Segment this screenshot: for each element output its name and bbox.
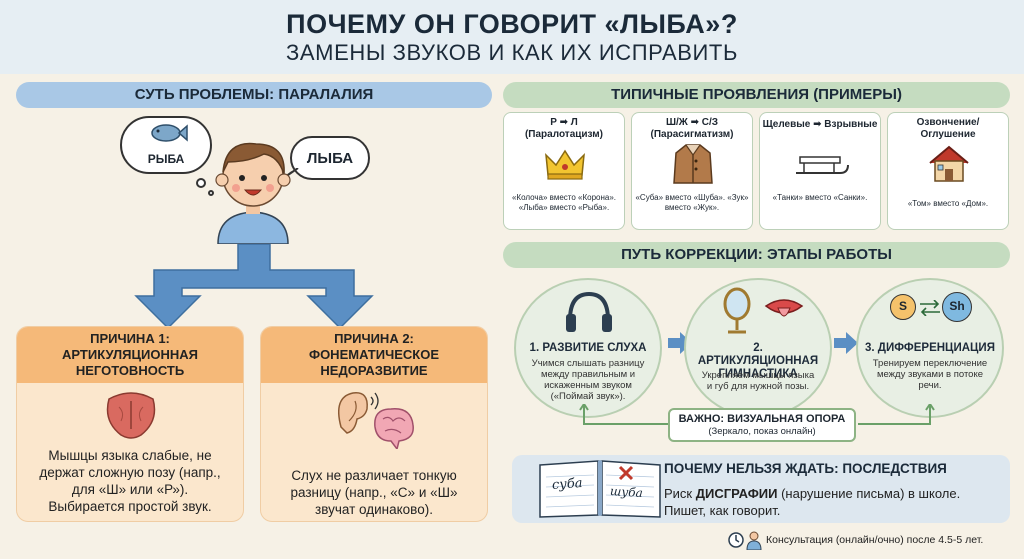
- cause-2-text: Слух не различает тонкую разницу (напр.,…: [290, 468, 458, 517]
- split-arrow: [134, 244, 374, 330]
- example-text: «Колоча» вместо «Корона». «Лыба» вместо …: [511, 193, 617, 212]
- consequences-risk: Риск ДИСГРАФИИ (нарушение письма) в школ…: [664, 486, 960, 501]
- risk-prefix: Риск: [664, 486, 696, 501]
- consequences-title: ПОЧЕМУ НЕЛЬЗЯ ЖДАТЬ: ПОСЛЕДСТВИЯ: [664, 461, 947, 476]
- thought-bubble: РЫБА: [120, 116, 212, 174]
- correction-banner: ПУТЬ КОРРЕКЦИИ: ЭТАПЫ РАБОТЫ: [503, 242, 1010, 268]
- example-title: Ш/Ж ➡ С/З (Парасигматизм): [650, 117, 734, 140]
- example-card-voicing: Озвончение/ Оглушение «Том» вместо «Дом»…: [887, 112, 1009, 230]
- example-title: Р ➡ Л (Паралотацизм): [524, 117, 604, 140]
- step-1-text: Учимся слышать разницу между правильным …: [531, 358, 645, 402]
- example-text: «Танки» вместо «Санки».: [772, 193, 868, 202]
- specialist-icon: [746, 531, 762, 550]
- note-text: (Зеркало, показ онлайн): [708, 426, 816, 437]
- consultation-note: Консультация (онлайн/очно) после 4.5-5 л…: [766, 534, 984, 546]
- sound-bubble-sh: Sh: [942, 292, 972, 322]
- house-icon: [929, 145, 969, 182]
- note-title: ВАЖНО: ВИЗУАЛЬНАЯ ОПОРА: [678, 413, 846, 425]
- thought-dot: [196, 178, 206, 188]
- notebook-icon: [539, 460, 661, 518]
- examples-banner: ТИПИЧНЫЕ ПРОЯВЛЕНИЯ (ПРИМЕРЫ): [503, 82, 1010, 108]
- risk-word: ДИСГРАФИИ: [695, 486, 778, 501]
- sound-label-s: S: [898, 299, 907, 313]
- speech-bubble: ЛЫБА: [290, 136, 370, 180]
- step-1-circle: 1. РАЗВИТИЕ СЛУХА Учимся слышать разницу…: [514, 278, 662, 418]
- mouth-icon: [764, 299, 804, 317]
- notebook-word-left: суба: [551, 475, 584, 494]
- boy-illustration: [215, 142, 291, 244]
- problem-banner: СУТЬ ПРОБЛЕМЫ: ПАРАЛАЛИЯ: [16, 82, 492, 108]
- step-2-title: 2. АРТИКУЛЯЦИОННАЯ ГИМНАСТИКА: [697, 342, 819, 380]
- step-3-title: 3. ДИФФЕРЕНЦИАЦИЯ: [865, 342, 995, 354]
- consequences-line2: Пишет, как говорит.: [664, 503, 781, 518]
- visual-support-note: ВАЖНО: ВИЗУАЛЬНАЯ ОПОРА (Зеркало, показ …: [668, 408, 856, 442]
- step-3-text: Тренируем переключение между звуками в п…: [872, 358, 988, 391]
- example-card-rl: Р ➡ Л (Паралотацизм) «Колоча» вместо «Ко…: [503, 112, 625, 230]
- step-arrow: [834, 332, 858, 354]
- example-title: Озвончение/ Оглушение: [916, 117, 980, 140]
- step-2-text: Укрепляем мышцы языка и губ для нужной п…: [701, 370, 815, 392]
- speech-bubble-text: ЛЫБА: [306, 150, 354, 167]
- coat-icon: [673, 144, 713, 184]
- example-card-fricative: Щелевые ➡ Взрывные «Танки» вместо «Санки…: [759, 112, 881, 230]
- example-title: Щелевые ➡ Взрывные: [762, 119, 878, 130]
- example-text: «Том» вместо «Дом».: [907, 199, 989, 208]
- example-card-sh-s: Ш/Ж ➡ С/З (Парасигматизм) «Суба» вместо …: [631, 112, 753, 230]
- cause-1-card: ПРИЧИНА 1: АРТИКУЛЯЦИОННАЯ НЕГОТОВНОСТЬ …: [16, 326, 244, 522]
- page-title: ПОЧЕМУ ОН ГОВОРИТ «ЛЫБА»?: [286, 9, 738, 39]
- thought-bubble-text: РЫБА: [147, 152, 185, 166]
- clock-icon: [728, 532, 744, 548]
- fish-icon: [151, 124, 188, 142]
- note-connector: [579, 404, 935, 425]
- tongue-icon: [106, 392, 156, 439]
- sound-bubble-s: S: [890, 294, 916, 320]
- cause-1-title: ПРИЧИНА 1: АРТИКУЛЯЦИОННАЯ НЕГОТОВНОСТЬ: [17, 327, 243, 383]
- cause-2-card: ПРИЧИНА 2: ФОНЕМАТИЧЕСКОЕ НЕДОРАЗВИТИЕ С…: [260, 326, 488, 522]
- cause-2-title: ПРИЧИНА 2: ФОНЕМАТИЧЕСКОЕ НЕДОРАЗВИТИЕ: [261, 327, 487, 383]
- cause-1-text: Мышцы языка слабые, не держат сложную по…: [39, 448, 221, 514]
- page-subtitle: ЗАМЕНЫ ЗВУКОВ И КАК ИХ ИСПРАВИТЬ: [285, 40, 738, 65]
- thought-dot: [208, 190, 214, 196]
- swap-icon: [920, 300, 940, 316]
- sound-label-sh: Sh: [949, 299, 965, 313]
- step-3-circle: S Sh 3. ДИФФЕРЕНЦИАЦИЯ Тренируем переклю…: [856, 278, 1004, 418]
- sled-icon: [796, 156, 849, 174]
- step-1-title: 1. РАЗВИТИЕ СЛУХА: [529, 342, 647, 354]
- headphones-icon: [566, 291, 612, 332]
- risk-suffix: (нарушение письма) в школе.: [777, 486, 961, 501]
- step-2-circle: 2. АРТИКУЛЯЦИОННАЯ ГИМНАСТИКА Укрепляем …: [684, 278, 832, 418]
- consequences-panel: суба шуба ПОЧЕМУ НЕЛЬЗЯ ЖДАТЬ: ПОСЛЕДСТВ…: [512, 455, 1010, 523]
- mirror-icon: [723, 287, 751, 334]
- ear-brain-icon: [338, 392, 414, 449]
- crown-icon: [545, 149, 585, 180]
- header: ПОЧЕМУ ОН ГОВОРИТ «ЛЫБА»? ЗАМЕНЫ ЗВУКОВ …: [0, 0, 1024, 74]
- notebook-word-right: шуба: [609, 483, 644, 501]
- example-text: «Суба» вместо «Шуба». «Зук» вместо «Жук»…: [635, 193, 749, 212]
